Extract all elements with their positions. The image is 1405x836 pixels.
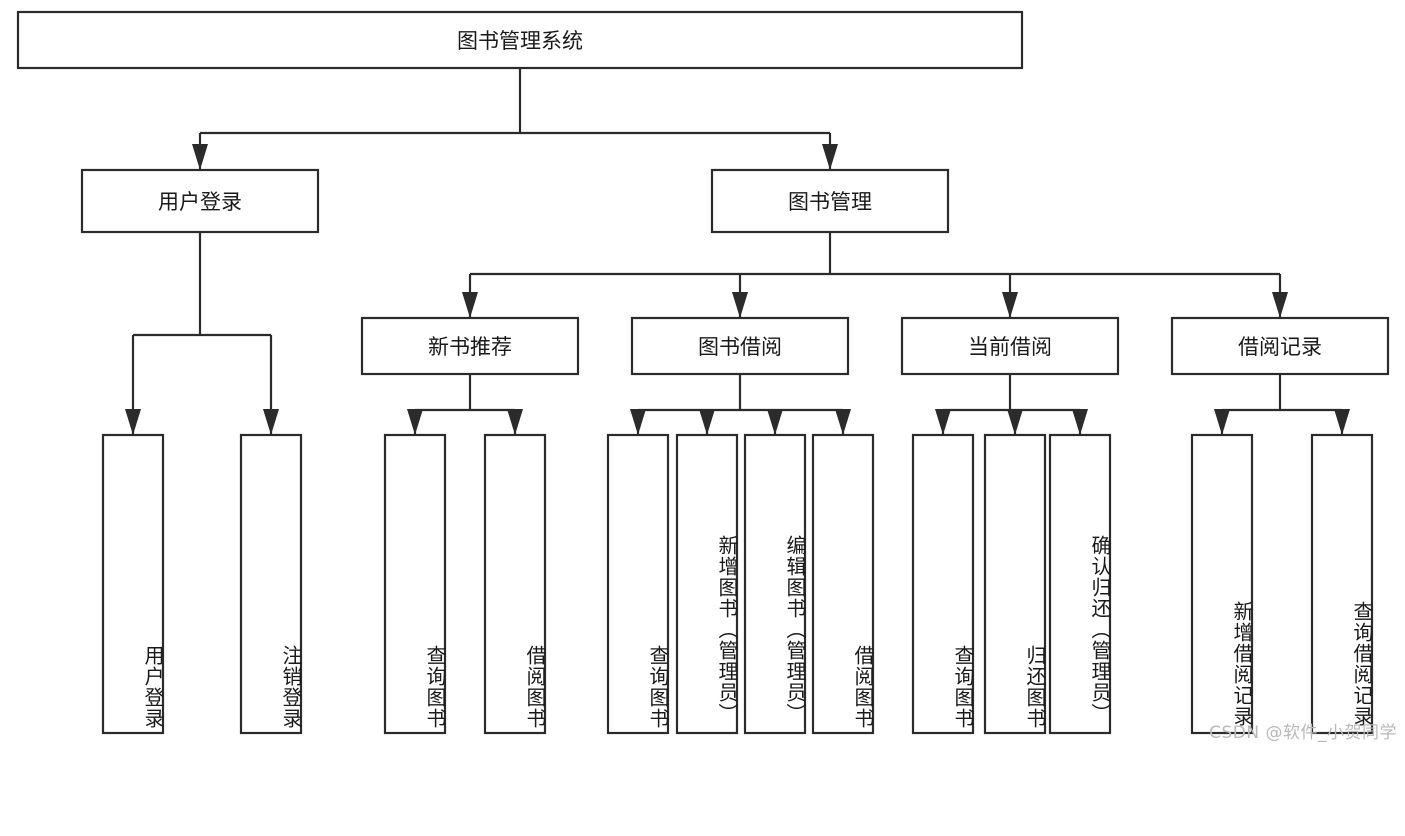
node-box-leaf-query-book-3[interactable] (911, 433, 975, 735)
node-box-user-login[interactable] (80, 168, 320, 234)
arrow-head-icon-leaf-add-book-admin (699, 409, 715, 435)
node-label-current-borrow: 当前借阅 (968, 335, 1052, 359)
node-box-leaf-query-borrow-record[interactable] (1310, 433, 1374, 735)
node-label-new-book-recommend: 新书推荐 (428, 335, 512, 359)
arrow-head-icon-leaf-add-borrow-record (1214, 409, 1230, 435)
arrow-head-icon-leaf-borrow-book-2 (835, 409, 851, 435)
node-box-new-book-recommend[interactable] (360, 316, 580, 376)
arrow-head-icon-leaf-query-book-1 (407, 409, 423, 435)
node-label-borrow-record: 借阅记录 (1238, 335, 1322, 359)
node-box-leaf-confirm-return-admin[interactable] (1048, 433, 1112, 735)
arrow-head-icon-borrow-record (1272, 292, 1288, 318)
arrow-head-icon-leaf-query-book-2 (630, 409, 646, 435)
node-box-leaf-return-book[interactable] (983, 433, 1047, 735)
arrow-head-icon-leaf-query-book-3 (935, 409, 951, 435)
arrow-head-icon-leaf-return-book (1007, 409, 1023, 435)
arrow-head-icon-leaf-edit-book-admin (767, 409, 783, 435)
node-box-leaf-borrow-book-1[interactable] (483, 433, 547, 735)
arrow-head-icon-user-login (192, 144, 208, 170)
arrow-head-icon-leaf-confirm-return-admin (1072, 409, 1088, 435)
node-box-current-borrow[interactable] (900, 316, 1120, 376)
node-label-book-borrow: 图书借阅 (698, 335, 782, 359)
node-box-leaf-query-book-1[interactable] (383, 433, 447, 735)
connectors-layer (125, 68, 1350, 435)
arrow-head-icon-new-book-recommend (462, 292, 478, 318)
node-label-root: 图书管理系统 (457, 29, 583, 53)
node-box-leaf-edit-book-admin[interactable] (743, 433, 807, 735)
node-box-book-management[interactable] (710, 168, 950, 234)
node-box-borrow-record[interactable] (1170, 316, 1390, 376)
node-box-leaf-user-login[interactable] (101, 433, 165, 735)
node-box-book-borrow[interactable] (630, 316, 850, 376)
arrow-head-icon-book-borrow (732, 292, 748, 318)
arrow-head-icon-current-borrow (1002, 292, 1018, 318)
node-label-book-management: 图书管理 (788, 190, 872, 214)
arrow-head-icon-leaf-borrow-book-1 (507, 409, 523, 435)
csdn-watermark: CSDN @软件_小贺同学 (1209, 723, 1397, 743)
node-box-leaf-add-book-admin[interactable] (675, 433, 739, 735)
diagram-canvas: 图书管理系统用户登录图书管理新书推荐图书借阅当前借阅借阅记录 用户登录注销登录查… (16, 10, 1397, 743)
arrow-head-icon-leaf-user-login (125, 409, 141, 435)
node-box-leaf-user-logout[interactable] (239, 433, 303, 735)
node-box-leaf-borrow-book-2[interactable] (811, 433, 875, 735)
arrow-head-icon-leaf-user-logout (263, 409, 279, 435)
arrow-head-icon-book-management (822, 144, 838, 170)
node-box-leaf-query-book-2[interactable] (606, 433, 670, 735)
arrow-head-icon-leaf-query-borrow-record (1334, 409, 1350, 435)
node-box-leaf-add-borrow-record[interactable] (1190, 433, 1254, 735)
node-box-root[interactable] (16, 10, 1024, 70)
node-label-user-login: 用户登录 (158, 190, 242, 214)
